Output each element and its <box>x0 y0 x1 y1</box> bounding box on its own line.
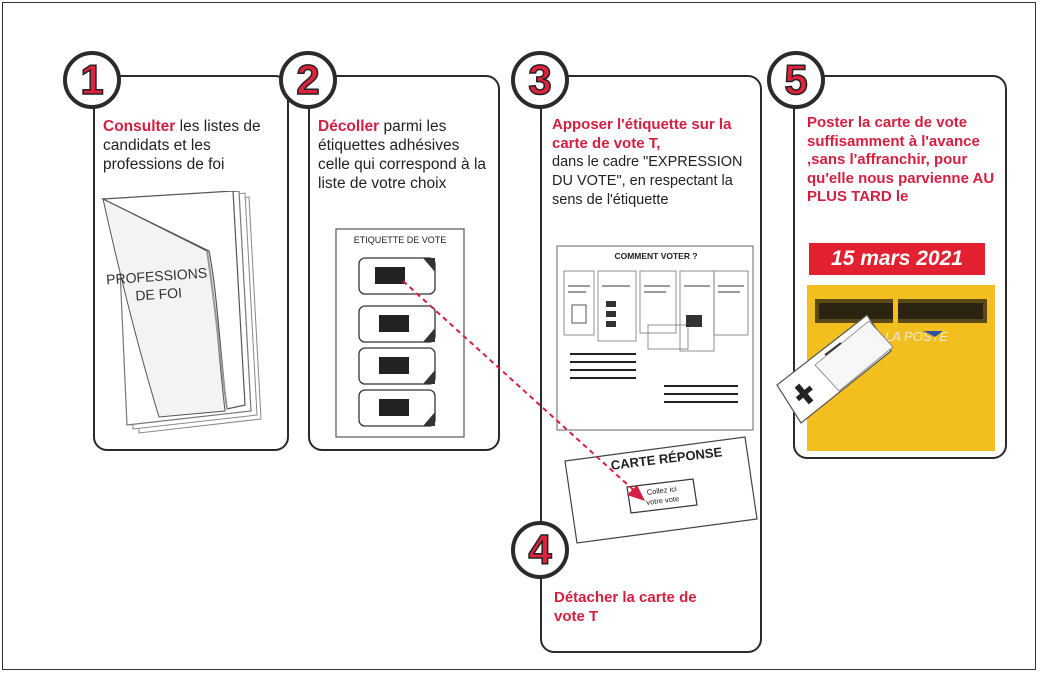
infographic-frame: Consulter les listes de candidats et les… <box>2 2 1036 670</box>
dashed-arrow <box>3 3 1037 671</box>
